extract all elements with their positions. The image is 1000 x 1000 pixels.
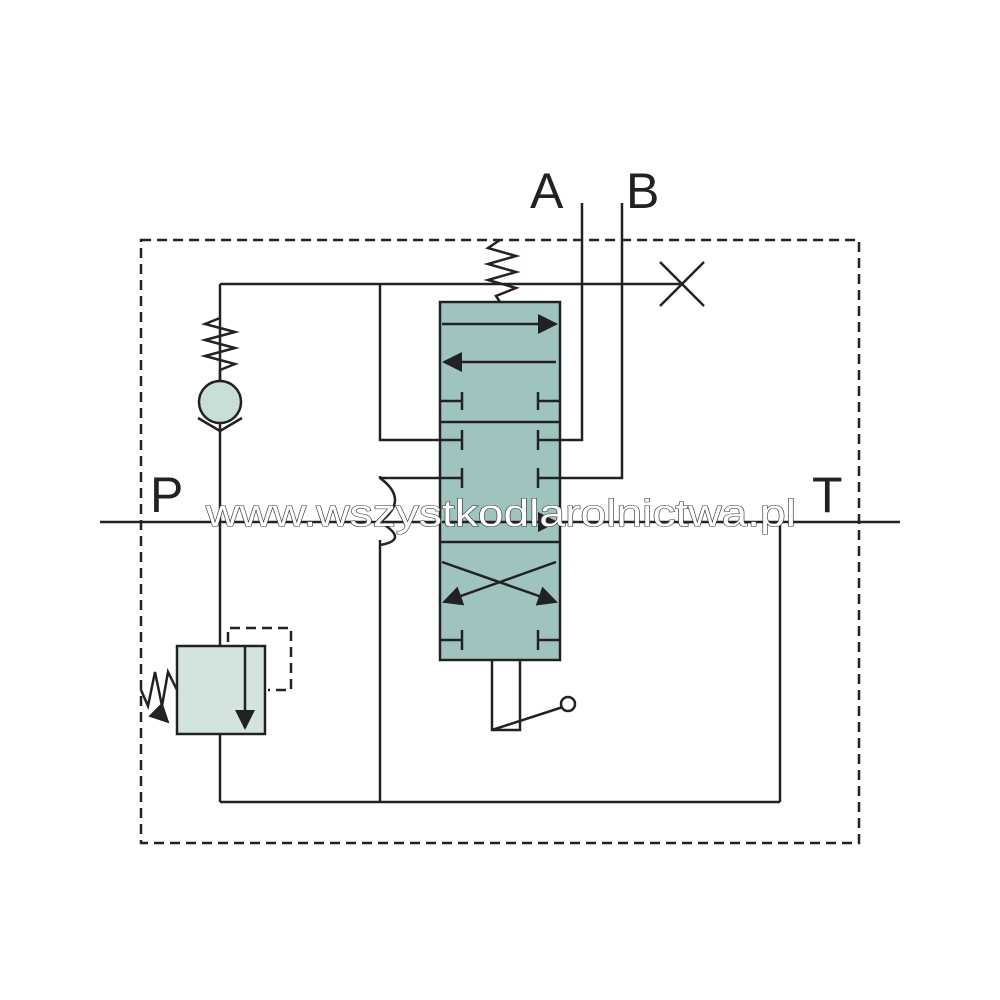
port-p-label: P [150,467,183,523]
port-a-label: A [530,163,564,219]
port-t-label: T [812,467,843,523]
cross-icon [659,261,705,307]
inner-upper-line [378,284,440,442]
relief-valve [139,626,293,736]
blocked-port-icon [440,630,560,650]
blocked-port-icon [440,392,560,410]
watermark-text: www.wszystkodlarolnictwa.pl [205,493,796,535]
hand-lever-icon [490,660,577,732]
directional-valve [438,300,562,662]
port-b-label: B [626,163,659,219]
blocked-port-icon [440,430,560,488]
valve-spring [483,238,521,303]
relief-spring [139,668,179,711]
port-a-line [560,203,584,442]
port-b-line [560,203,624,480]
check-valve-icon [197,316,243,433]
line-crossing-bump [377,476,397,547]
